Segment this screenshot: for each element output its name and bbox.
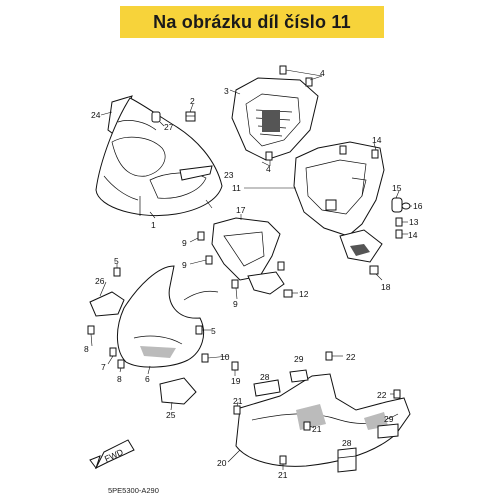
label-7: 7 — [101, 362, 106, 372]
label-6: 6 — [145, 374, 150, 384]
panel-26 — [89, 291, 125, 317]
label-11: 11 — [232, 183, 241, 193]
screw-9d — [277, 261, 285, 271]
label-23: 23 — [224, 170, 234, 180]
label-29-right: 29 — [384, 414, 394, 424]
screw-27 — [151, 111, 161, 123]
decal-29a — [289, 369, 309, 383]
label-27: 27 — [164, 122, 174, 132]
label-9-lower: 9 — [182, 260, 187, 270]
title-banner: Na obrázku díl číslo 11 — [120, 6, 384, 38]
label-16: 16 — [413, 201, 423, 211]
label-3: 3 — [224, 86, 229, 96]
screw-8b — [117, 359, 125, 369]
screw-22b — [393, 389, 401, 399]
screw-4a — [279, 65, 287, 75]
label-12: 12 — [299, 289, 309, 299]
label-18: 18 — [381, 282, 391, 292]
label-21-mid: 21 — [312, 424, 322, 434]
plate-25 — [159, 377, 197, 405]
screw-7 — [109, 347, 117, 357]
screw-9c — [231, 279, 239, 289]
nut-12 — [283, 289, 293, 298]
label-8-lower: 8 — [117, 374, 122, 384]
decal-29b — [377, 423, 399, 439]
screw-9a — [197, 231, 205, 241]
leader-lines — [90, 69, 412, 470]
label-15: 15 — [392, 183, 402, 193]
nut-18 — [369, 265, 379, 275]
label-2: 2 — [190, 96, 195, 106]
screw-13 — [395, 217, 403, 227]
label-17: 17 — [236, 205, 246, 215]
label-22-top: 22 — [346, 352, 356, 362]
screw-4b — [305, 77, 313, 87]
screw-5b — [195, 325, 203, 335]
label-9-upper: 9 — [182, 238, 187, 248]
label-5-top: 5 — [114, 256, 119, 266]
fwd-arrow: FWD — [89, 439, 135, 470]
nut-2 — [185, 111, 196, 122]
screw-21c — [279, 455, 287, 465]
screw-14a — [339, 145, 347, 155]
screw-14c — [395, 229, 403, 239]
label-22-right: 22 — [377, 390, 387, 400]
decal-28a — [253, 379, 281, 397]
inner-panel-3 — [231, 77, 319, 161]
label-28-top: 28 — [260, 372, 270, 382]
screw-8a — [87, 325, 95, 335]
screw-9b — [205, 255, 213, 265]
center-bracket-17 — [211, 217, 285, 295]
label-1: 1 — [151, 220, 156, 230]
screw-14b — [371, 149, 379, 159]
label-10: 10 — [220, 352, 230, 362]
label-5-right: 5 — [211, 326, 216, 336]
label-25: 25 — [166, 410, 176, 420]
label-19: 19 — [231, 376, 241, 386]
fwd-label: FWD — [103, 447, 125, 464]
banner-title: Na obrázku díl číslo 11 — [153, 11, 351, 32]
grommet-16 — [401, 202, 411, 210]
label-4-top: 4 — [320, 68, 325, 78]
label-21-bottom: 21 — [278, 470, 288, 480]
screw-21b — [303, 421, 311, 431]
label-24: 24 — [91, 110, 101, 120]
clip-15 — [391, 197, 403, 213]
front-fairing-1 — [95, 97, 223, 217]
label-21-left: 21 — [233, 396, 243, 406]
label-14-top: 14 — [372, 135, 382, 145]
screw-19 — [231, 361, 239, 371]
decal-23 — [179, 165, 213, 181]
diagram-code: 5PE5300-A290 — [108, 486, 159, 495]
decal-28b — [337, 447, 357, 473]
label-26: 26 — [95, 276, 105, 286]
label-8-left: 8 — [84, 344, 89, 354]
screw-10 — [201, 353, 209, 363]
screw-4c — [265, 151, 273, 161]
label-28-bottom: 28 — [342, 438, 352, 448]
label-29-top: 29 — [294, 354, 304, 364]
screw-21a — [233, 405, 241, 415]
label-9-bottom: 9 — [233, 299, 238, 309]
part-labels: 24 2 27 3 4 4 14 11 15 16 13 14 18 17 9 … — [84, 68, 423, 480]
label-14-right: 14 — [408, 230, 418, 240]
label-13: 13 — [409, 217, 419, 227]
label-20: 20 — [217, 458, 227, 468]
inner-cover-11 — [293, 141, 385, 263]
screw-5a — [113, 267, 121, 277]
label-4-mid: 4 — [266, 164, 271, 174]
screw-22a — [325, 351, 333, 361]
lower-cowl-6 — [117, 265, 219, 368]
